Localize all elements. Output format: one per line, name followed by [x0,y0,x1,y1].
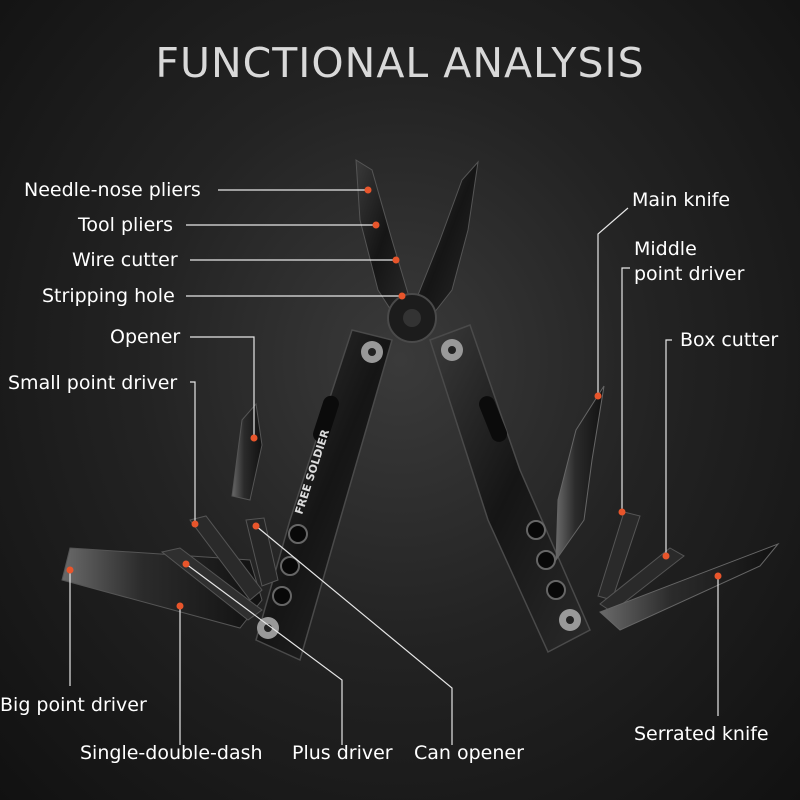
label-main-knife: Main knife [632,189,731,211]
label-stripping-hole: Stripping hole [42,285,175,307]
label-box-cutter: Box cutter [680,329,779,351]
main-knife-blade [555,385,605,562]
label-single-double-dash: Single-double-dash [80,742,263,764]
label-needle-nose-pliers: Needle-nose pliers [24,179,201,201]
marker-dots [66,186,722,610]
label-small-point-driver: Small point driver [8,372,178,394]
right-handle [429,324,591,654]
label-can-opener: Can opener [414,742,524,764]
small-driver-blade [189,515,263,601]
label-opener: Opener [110,326,181,348]
page-title: FUNCTIONAL ANALYSIS [155,39,645,87]
label-serrated-knife: Serrated knife [634,723,769,745]
leader-lines [69,189,719,745]
label-tool-pliers: Tool pliers [78,214,173,236]
right-jaw [415,160,479,319]
label-middle-point-driver-line1: Middle [634,238,697,260]
label-plus-driver: Plus driver [292,742,393,764]
can-opener-blade [245,517,279,587]
left-handle [255,329,393,662]
opener-blade [231,402,263,501]
label-wire-cutter: Wire cutter [72,249,178,271]
label-big-point-driver: Big point driver [0,694,147,716]
label-middle-point-driver-line2: point driver [634,263,745,285]
serrated-knife-blade [599,542,780,631]
